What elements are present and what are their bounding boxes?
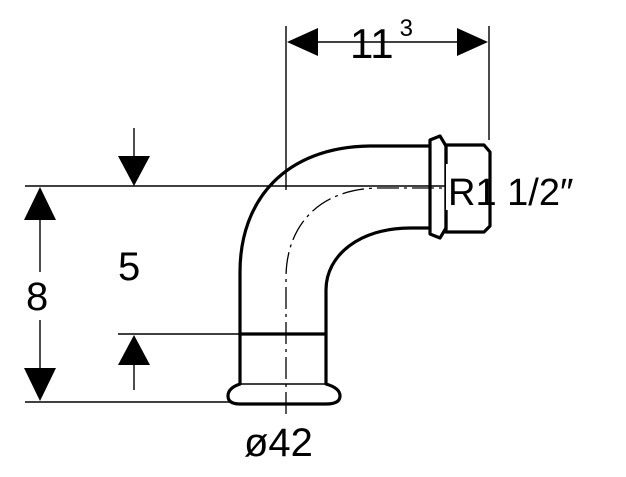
press-socket <box>226 332 342 406</box>
offset-dimension: 5 <box>118 128 150 390</box>
hex-collar <box>428 134 448 240</box>
threaded-end <box>444 143 492 234</box>
elbow-fitting <box>226 134 492 406</box>
height-arrow-bottom <box>24 368 56 401</box>
width-superscript: 3 <box>400 15 413 42</box>
height-dimension-text: 8 <box>26 275 48 319</box>
elbow-outer-contour <box>238 144 432 336</box>
thread-label-bg <box>446 164 462 210</box>
height-dimension: 8 <box>24 187 56 401</box>
offset-arrow-top <box>118 156 150 186</box>
elbow-inner-contour <box>324 226 432 336</box>
diameter-label: ø42 <box>244 421 313 465</box>
extension-lines <box>25 26 490 403</box>
width-arrow-right <box>457 28 488 56</box>
height-arrow-top <box>24 187 56 220</box>
width-arrow-left <box>287 28 318 56</box>
elbow-centerline <box>285 187 445 414</box>
center-lines <box>285 187 445 414</box>
offset-arrow-bottom <box>118 335 150 365</box>
width-value: 11 <box>350 20 394 67</box>
thread-label-group: R1 1/2″ <box>446 164 573 214</box>
thread-label: R1 1/2″ <box>448 172 573 214</box>
offset-dimension-text: 5 <box>118 245 140 289</box>
height-label-bg <box>25 272 55 320</box>
